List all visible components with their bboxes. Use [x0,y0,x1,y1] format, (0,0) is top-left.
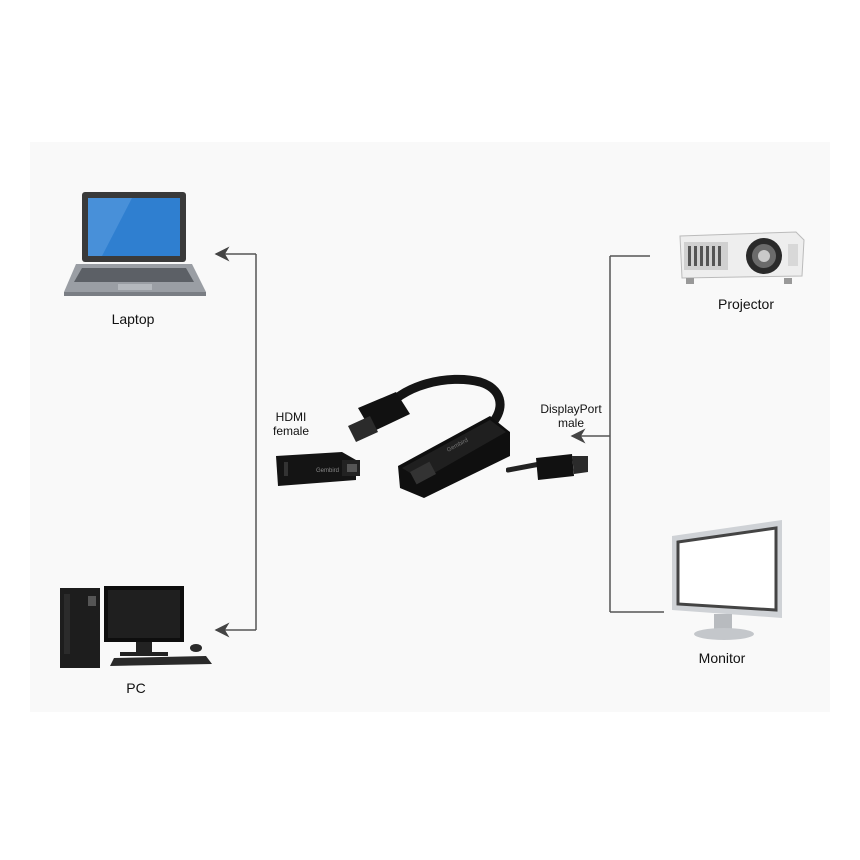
laptop-icon [64,192,206,296]
monitor-icon [672,520,782,640]
projector-icon [679,231,805,284]
hdmi-female-port-icon: Gembird [276,452,360,486]
hdmi-label-line1: HDMI [275,410,307,424]
desktop-pc-icon [60,586,212,668]
displayport-male-plug-icon [506,454,588,480]
displayport-label-line1: DisplayPort [540,402,602,416]
projector-label: Projector [717,296,775,312]
displayport-connector-label: DisplayPort male [528,402,614,430]
hdmi-label-line2: female [272,424,310,438]
adapter-cable-icon: Gembird [348,374,510,498]
hdmi-port-brand-text: Gembird [316,468,339,474]
displayport-label-line2: male [557,416,584,430]
laptop-label: Laptop [111,311,155,327]
pc-label: PC [126,680,146,696]
hdmi-connector-label: HDMI female [264,410,318,438]
monitor-label: Monitor [698,650,746,666]
